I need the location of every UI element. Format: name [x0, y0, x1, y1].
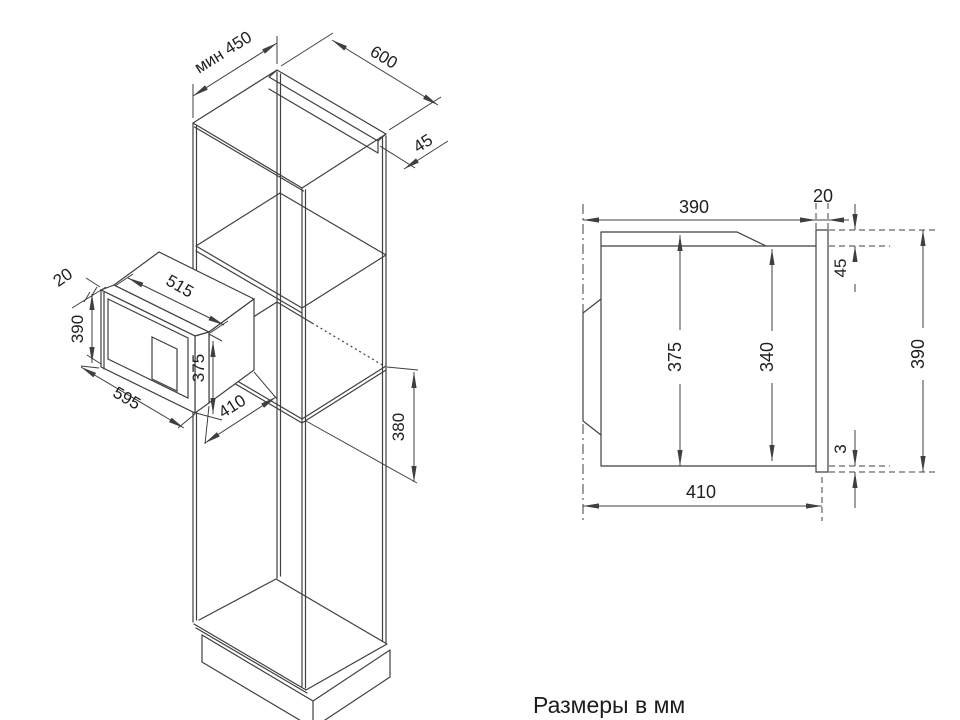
dim-front-height: 390 [68, 315, 87, 343]
dim-body-height-side: 375 [665, 342, 685, 372]
isometric-dimensions: мин 450 600 45 20 515 390 375 [50, 27, 449, 484]
dim-top-gap: 45 [831, 259, 850, 278]
dim-front-overhang: 20 [50, 264, 76, 290]
dim-cavity-height: 340 [757, 342, 777, 372]
side-view-outline [582, 203, 935, 523]
dim-front-frame-height: 390 [908, 339, 928, 369]
side-view-dimensions: 390 20 45 375 340 390 3 [583, 186, 928, 509]
cabinet-outline [192, 69, 391, 720]
isometric-view: мин 450 600 45 20 515 390 375 [50, 27, 449, 720]
dim-body-height-iso: 375 [189, 354, 208, 382]
dim-niche-height: 380 [389, 413, 408, 441]
dim-body-depth-side: 410 [686, 482, 716, 502]
caption-units: Размеры в мм [533, 692, 686, 718]
dim-bottom-gap: 3 [831, 444, 850, 453]
dim-cabinet-width: 600 [367, 42, 401, 73]
dim-front-frame-thickness: 20 [813, 186, 833, 206]
dim-top-rail-depth: 45 [410, 130, 436, 156]
side-back-bulge [582, 298, 602, 436]
microwave-door-window [107, 298, 189, 399]
side-front-frame [815, 229, 829, 473]
dim-niche-width-top: 390 [679, 197, 709, 217]
side-view: 390 20 45 375 340 390 3 [582, 186, 935, 523]
dim-niche-depth-min: мин 450 [191, 27, 255, 77]
